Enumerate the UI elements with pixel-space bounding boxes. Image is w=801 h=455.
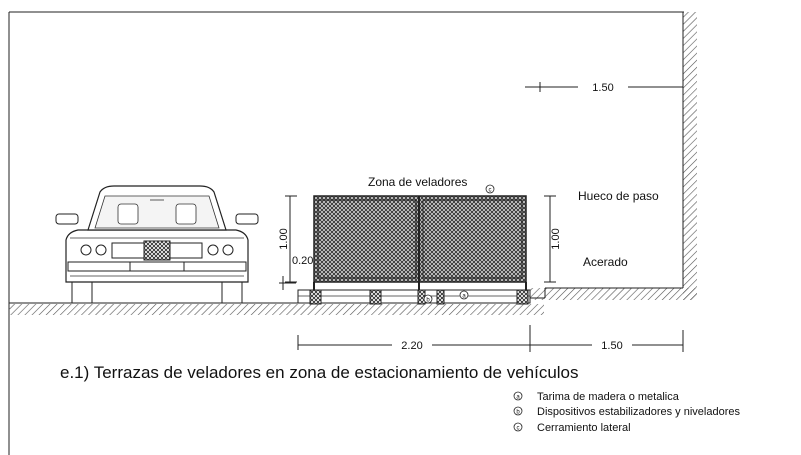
svg-text:b: b [426, 298, 430, 304]
platform-tarima [297, 289, 531, 304]
dim-top-width: 1.50 [525, 82, 683, 94]
legend: a Tarima de madera o metalica b Disposit… [513, 391, 740, 434]
fence-height-left-label: 1.00 [278, 228, 290, 249]
platform-height-label: 0.20 [292, 255, 313, 267]
hueco-de-paso-label: Hueco de paso [578, 189, 659, 203]
car-front-view [55, 185, 259, 304]
marker-c-fence: c [485, 184, 495, 194]
drawing-caption: e.1) Terrazas de veladores en zona de es… [60, 363, 579, 382]
legend-item: c Cerramiento lateral [513, 422, 631, 434]
svg-text:c: c [517, 426, 520, 432]
legend-item: a Tarima de madera o metalica [513, 391, 680, 403]
zona-veladores-label: Zona de veladores [368, 175, 467, 189]
legend-text-b: Dispositivos estabilizadores y nivelador… [537, 406, 740, 418]
building-wall [682, 12, 697, 300]
svg-text:c: c [489, 188, 492, 194]
fence-enclosure [313, 195, 527, 290]
fence-height-right-label: 1.00 [550, 228, 562, 249]
svg-text:b: b [516, 410, 520, 416]
dim-platform-height: 0.20 [279, 255, 313, 290]
dim-platform-width: 2.20 [297, 335, 530, 352]
stabilizer-devices [309, 289, 529, 305]
legend-text-c: Cerramiento lateral [537, 422, 631, 434]
svg-text:a: a [516, 395, 520, 401]
acerado-label: Acerado [583, 255, 628, 269]
frame [8, 11, 684, 455]
dim-sidewalk-width: 1.50 [529, 325, 684, 352]
sidewalk-width-label: 1.50 [601, 340, 622, 352]
top-width-label: 1.50 [592, 82, 613, 94]
dim-fence-height-left: 1.00 [278, 195, 297, 283]
marker-a-platform: a [459, 290, 469, 300]
legend-text-a: Tarima de madera o metalica [537, 391, 680, 403]
platform-width-label: 2.20 [401, 340, 422, 352]
sidewalk [528, 287, 697, 300]
marker-b-stabilizer: b [423, 294, 433, 304]
svg-text:a: a [462, 294, 466, 300]
dim-fence-height-right: 1.00 [544, 195, 562, 283]
road-ground [9, 302, 544, 315]
legend-item: b Dispositivos estabilizadores y nivelad… [513, 406, 740, 418]
